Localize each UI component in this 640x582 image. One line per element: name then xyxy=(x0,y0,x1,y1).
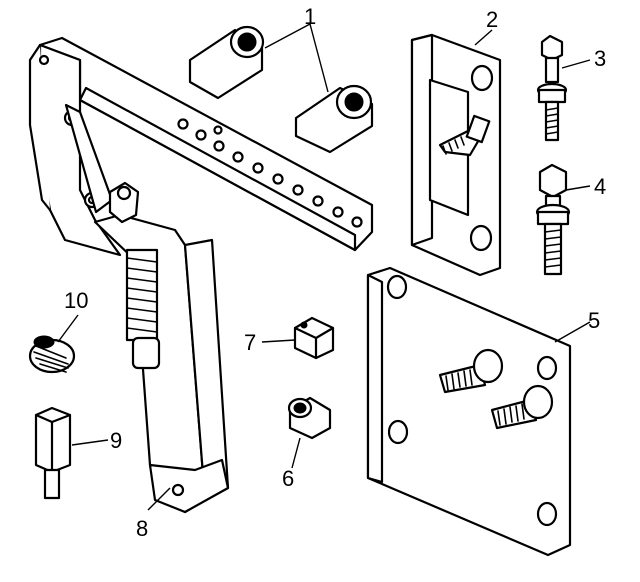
callout-5: 5 xyxy=(588,308,600,333)
part-10-spring xyxy=(28,335,76,374)
callout-6: 6 xyxy=(282,466,294,491)
leader-lines xyxy=(57,23,591,511)
part-7-block-nut xyxy=(293,316,335,360)
arm-hole-row xyxy=(177,118,363,228)
callout-1: 1 xyxy=(304,4,316,29)
callout-2: 2 xyxy=(486,7,498,32)
part-6-sleeve xyxy=(287,396,332,440)
callout-4: 4 xyxy=(594,174,606,199)
part-3-bolt xyxy=(536,34,568,142)
callout-10: 10 xyxy=(64,288,88,313)
callout-9: 9 xyxy=(110,428,122,453)
column-spring xyxy=(125,248,161,370)
part-9-coupling xyxy=(34,406,72,500)
callout-3: 3 xyxy=(594,46,606,71)
part-5-mounting-plate xyxy=(366,266,572,557)
callout-labels: 1 2 3 4 5 6 7 8 9 10 xyxy=(64,4,606,541)
part-8-bracket-frame xyxy=(28,36,374,514)
callout-8: 8 xyxy=(136,516,148,541)
part-4-bolt xyxy=(535,163,571,276)
part-2-guide-plate xyxy=(410,33,502,277)
part-1-bushings xyxy=(188,25,374,154)
callout-7: 7 xyxy=(244,330,256,355)
